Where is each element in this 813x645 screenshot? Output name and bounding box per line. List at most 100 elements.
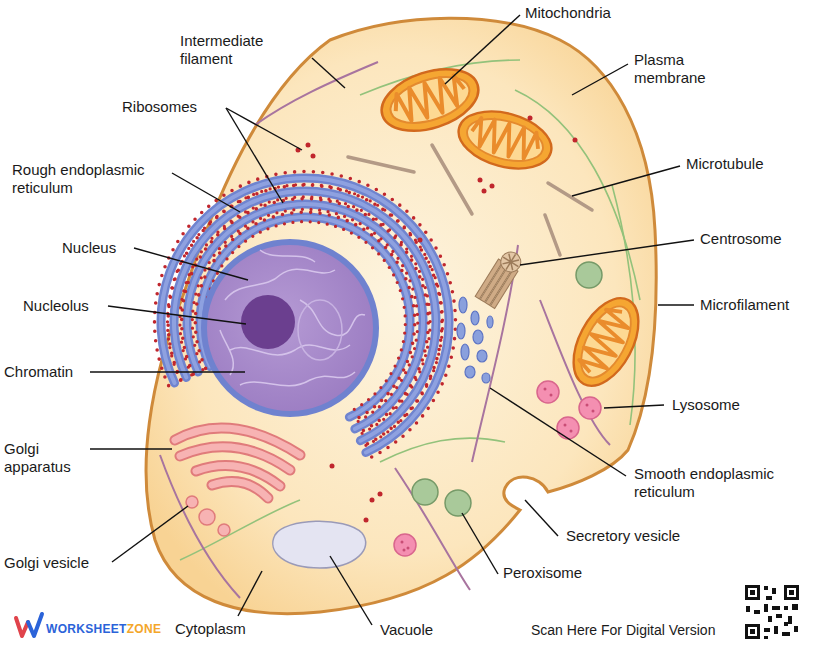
nucleus-part	[204, 242, 376, 414]
smooth-er-part	[482, 373, 490, 383]
microtubules-part	[432, 145, 472, 214]
nucleus-part-part	[225, 269, 335, 300]
peroxisomes-part	[412, 479, 438, 505]
rough-er-part	[161, 178, 449, 452]
free-ribosomes	[296, 116, 578, 523]
qr-code-part	[784, 606, 788, 610]
lysosomes-part-part	[570, 430, 573, 433]
part-label: Microfilament	[700, 296, 789, 314]
qr-code-part	[774, 626, 778, 634]
leader-lines-part	[238, 571, 262, 616]
part-label: Golgi vesicle	[4, 554, 89, 572]
part-label: Nucleolus	[23, 297, 89, 315]
leader-lines-part	[490, 388, 626, 476]
lysosomes-part-part	[550, 394, 553, 397]
lysosomes-part-part	[592, 410, 595, 413]
microtubules-part	[545, 215, 560, 255]
logo-icon-part	[16, 618, 28, 636]
leader-lines-part	[572, 166, 680, 196]
leader-lines-part	[312, 58, 345, 88]
golgi-vesicles-part	[218, 524, 230, 536]
leader-lines-part	[658, 304, 694, 305]
qr-code-part	[754, 610, 760, 614]
qr-code-part	[764, 604, 768, 612]
part-label: Secretory vesicle	[566, 527, 680, 545]
free-ribosomes-part	[482, 189, 487, 194]
part-label: Vacuole	[380, 621, 433, 639]
lysosomes-part-part	[586, 404, 589, 407]
qr-code-part	[766, 596, 772, 600]
smooth-er-part	[471, 311, 479, 325]
qr-code-part	[768, 616, 772, 622]
lysosomes-part-part	[401, 541, 404, 544]
leader-lines	[90, 15, 694, 625]
leader-lines-part	[90, 371, 245, 372]
lysosomes-part-part	[394, 534, 416, 556]
plasma-membrane	[146, 18, 656, 613]
qr-code-part	[776, 614, 782, 618]
leader-lines-part	[108, 306, 246, 324]
peroxisomes	[412, 262, 602, 516]
mitochondria-part	[452, 102, 558, 178]
part-label: Rough endoplasmic reticulum	[12, 161, 162, 197]
nucleus-part	[220, 250, 365, 386]
qr-code-part	[789, 590, 794, 595]
qr-code-part	[744, 584, 800, 640]
golgi-vesicles	[186, 496, 230, 536]
part-label: Chromatin	[4, 363, 73, 381]
lysosomes-part-part	[544, 388, 547, 391]
leader-lines-part	[90, 448, 172, 449]
smooth-er-part	[473, 330, 483, 344]
centrosome-part	[497, 248, 525, 276]
logo-icon-part	[28, 614, 42, 636]
intermediate-filaments	[160, 62, 610, 598]
peroxisomes-part	[576, 262, 602, 288]
rough-er-part	[167, 184, 442, 446]
nucleus-part-part	[230, 345, 350, 355]
leader-lines-part	[604, 405, 664, 408]
qr-code	[744, 584, 800, 640]
part-label: Plasma membrane	[634, 51, 729, 87]
qr-code-part	[772, 606, 780, 610]
leader-lines-part	[226, 108, 283, 203]
qr-code-part	[764, 586, 768, 590]
microtubules-part	[348, 157, 414, 172]
qr-code-part	[764, 636, 768, 639]
intermediate-filaments-part	[395, 468, 470, 590]
free-ribosomes-part	[573, 138, 578, 143]
golgi-apparatus	[175, 428, 300, 498]
golgi-apparatus-part-part	[212, 482, 268, 498]
qr-code-part	[792, 604, 798, 610]
rough-er-part	[161, 178, 449, 452]
lysosomes-part	[401, 388, 595, 552]
free-ribosomes-part	[306, 143, 311, 148]
qr-code-part	[784, 585, 799, 600]
nucleus-part-part	[240, 372, 355, 386]
centrosome-part	[490, 269, 518, 309]
part-label: Nucleus	[62, 239, 116, 257]
lysosomes-part-part	[407, 547, 410, 550]
lysosomes-part-part	[403, 549, 406, 552]
peroxisomes-part	[445, 490, 471, 516]
free-ribosomes-part	[370, 498, 375, 503]
smooth-er	[457, 297, 493, 383]
leader-lines-part	[112, 506, 188, 562]
qr-code-part	[794, 626, 798, 632]
part-label: Intermediate filament	[180, 32, 290, 68]
part-label: Peroxisome	[503, 564, 582, 582]
lysosomes-part-part	[537, 381, 559, 403]
golgi-apparatus-part	[175, 428, 300, 498]
qr-code-part	[748, 588, 757, 597]
logo-icon	[16, 614, 42, 636]
smooth-er-part	[461, 344, 469, 360]
smooth-er-part	[465, 366, 475, 378]
nucleus-part-part	[220, 330, 233, 375]
nucleus-part	[241, 295, 295, 349]
qr-code-part	[746, 606, 750, 612]
golgi-apparatus-part-part	[212, 482, 268, 498]
qr-caption: Scan Here For Digital Version	[531, 622, 715, 639]
leader-lines-part	[525, 500, 558, 536]
qr-code-part	[750, 590, 755, 595]
leader-lines-part	[330, 556, 372, 625]
